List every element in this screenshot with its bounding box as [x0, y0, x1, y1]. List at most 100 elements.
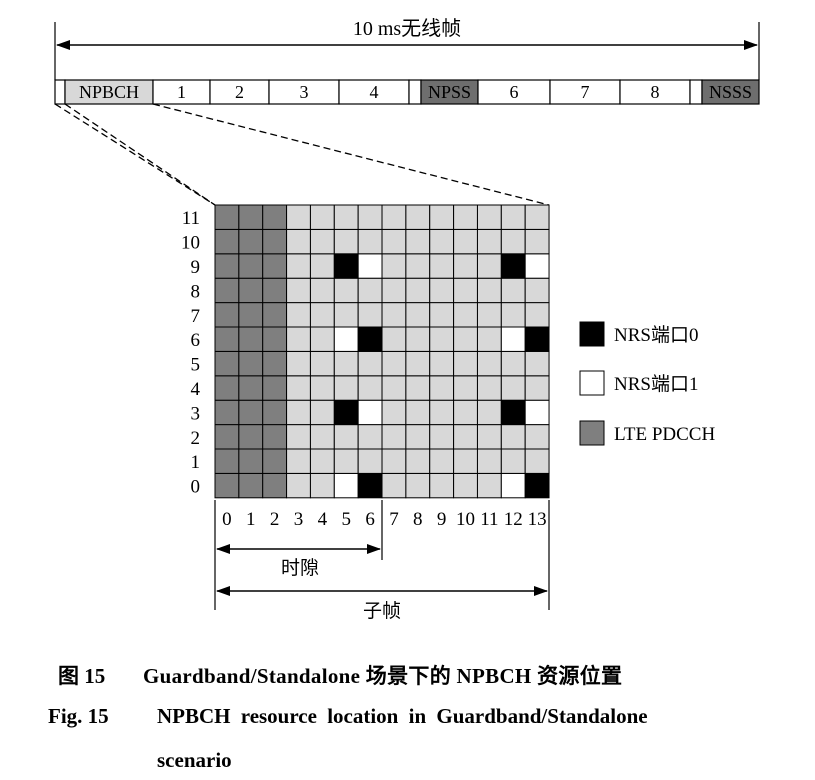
- re-data: [309, 277, 335, 304]
- row-label: 4: [191, 379, 201, 400]
- re-data: [429, 399, 455, 426]
- re-data: [524, 350, 550, 377]
- re-nrs-port1: [500, 326, 526, 352]
- re-pdcch: [262, 326, 288, 352]
- col-label: 12: [504, 509, 523, 530]
- frame-dimension: 10 ms无线帧: [54, 17, 760, 80]
- re-data: [453, 204, 478, 230]
- re-data: [333, 277, 359, 304]
- re-data: [333, 302, 359, 328]
- re-pdcch: [262, 375, 288, 401]
- re-data: [309, 448, 335, 474]
- re-data: [309, 424, 335, 450]
- re-data: [357, 204, 383, 230]
- re-data: [381, 228, 407, 255]
- frame-slot-label-9: 7: [581, 82, 590, 102]
- re-pdcch: [214, 350, 240, 377]
- re-pdcch: [214, 326, 240, 352]
- re-pdcch: [238, 204, 264, 230]
- col-label: 9: [437, 509, 447, 530]
- re-nrs-port1: [524, 399, 550, 426]
- re-data: [405, 204, 431, 230]
- col-label: 7: [389, 509, 399, 530]
- re-data: [524, 424, 550, 450]
- col-label: 2: [270, 509, 280, 530]
- re-nrs-port0: [524, 472, 550, 499]
- re-data: [357, 350, 383, 377]
- re-data: [286, 253, 311, 279]
- col-label: 11: [480, 509, 498, 530]
- col-label: 13: [528, 509, 547, 530]
- re-data: [381, 472, 407, 499]
- re-pdcch: [238, 228, 264, 255]
- re-pdcch: [214, 424, 240, 450]
- re-pdcch: [238, 399, 264, 426]
- legend-swatch-0: [579, 321, 605, 347]
- re-data: [524, 228, 550, 255]
- legend-label-1: NRS端口1: [614, 373, 698, 395]
- frame-slot-6: [408, 79, 422, 105]
- re-data: [381, 302, 407, 328]
- re-pdcch: [214, 277, 240, 304]
- re-data: [381, 424, 407, 450]
- re-data: [453, 424, 478, 450]
- re-data: [333, 228, 359, 255]
- re-data: [405, 228, 431, 255]
- re-data: [500, 302, 526, 328]
- re-pdcch: [238, 277, 264, 304]
- slot-dimension: 时隙: [214, 500, 383, 610]
- frame-slot-label-8: 6: [510, 82, 519, 102]
- re-data: [524, 204, 550, 230]
- re-pdcch: [214, 472, 240, 499]
- re-pdcch: [262, 204, 288, 230]
- frame-slot-3: [209, 79, 270, 105]
- re-data: [405, 253, 431, 279]
- re-data: [453, 277, 478, 304]
- row-label: 0: [191, 477, 201, 498]
- frame-title: 10 ms无线帧: [353, 17, 461, 40]
- row-label: 8: [191, 281, 201, 302]
- re-data: [500, 228, 526, 255]
- slot-label: 时隙: [281, 557, 319, 579]
- frame-slot-10: [619, 79, 691, 105]
- re-pdcch: [262, 253, 288, 279]
- frame-slot-label-12: NSSS: [709, 82, 752, 102]
- re-data: [500, 204, 526, 230]
- col-label: 6: [365, 509, 375, 530]
- re-data: [476, 277, 502, 304]
- col-label: 1: [246, 509, 256, 530]
- re-data: [405, 375, 431, 401]
- re-data: [286, 326, 311, 352]
- re-data: [381, 253, 407, 279]
- re-data: [405, 326, 431, 352]
- row-label: 9: [191, 257, 201, 278]
- re-data: [309, 399, 335, 426]
- re-pdcch: [238, 253, 264, 279]
- re-data: [405, 472, 431, 499]
- re-pdcch: [238, 326, 264, 352]
- re-data: [453, 228, 478, 255]
- frame-slot-label-1: NPBCH: [79, 82, 139, 102]
- re-pdcch: [238, 375, 264, 401]
- re-data: [476, 302, 502, 328]
- re-data: [286, 375, 311, 401]
- re-nrs-port1: [357, 253, 383, 279]
- row-label: 5: [191, 355, 201, 376]
- legend-swatch-1: [579, 370, 605, 396]
- re-data: [333, 448, 359, 474]
- re-nrs-port0: [333, 399, 359, 426]
- re-pdcch: [238, 424, 264, 450]
- re-nrs-port0: [500, 253, 526, 279]
- re-data: [357, 448, 383, 474]
- frame-slot-0: [54, 79, 66, 105]
- re-data: [381, 204, 407, 230]
- frame-slot-label-10: 8: [651, 82, 660, 102]
- re-data: [429, 375, 455, 401]
- re-data: [524, 277, 550, 304]
- re-pdcch: [214, 302, 240, 328]
- re-data: [309, 472, 335, 499]
- re-data: [429, 204, 455, 230]
